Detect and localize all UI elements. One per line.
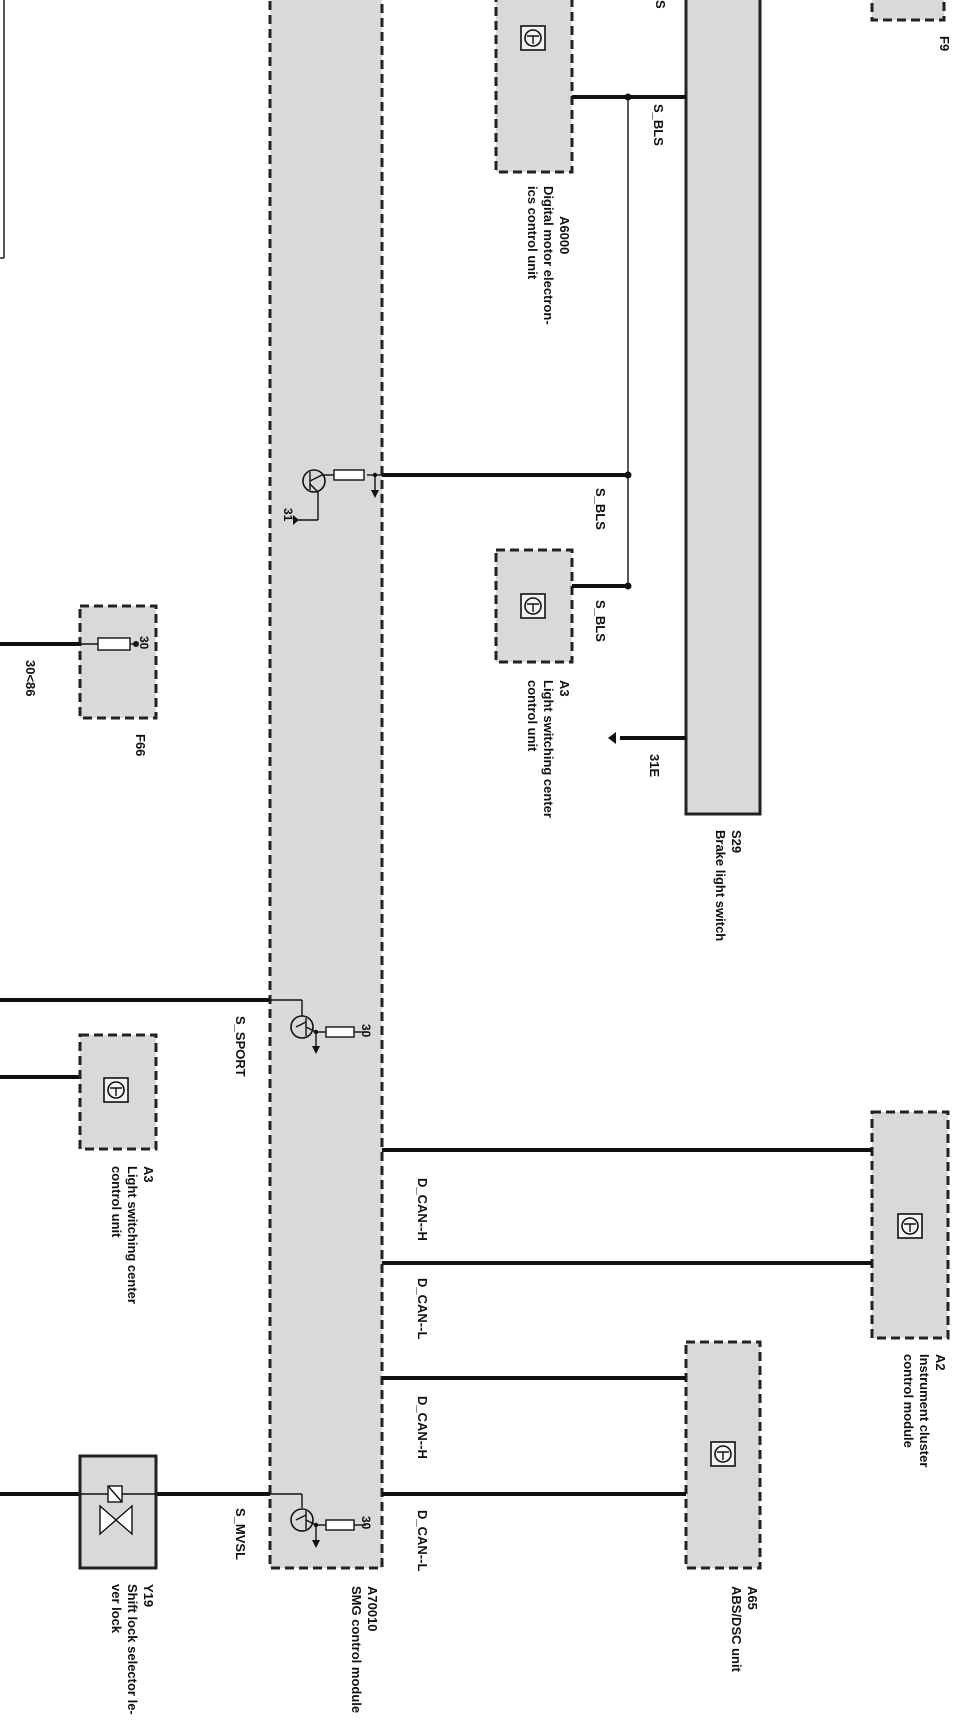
a6000-id: A6000: [557, 216, 572, 254]
pin-31-ground: 31: [281, 508, 295, 522]
signal-s-top: S: [653, 0, 668, 9]
y19-solenoid-valve-icon: [80, 1485, 156, 1536]
a2-name-line2: control module: [901, 1354, 916, 1448]
f66-fuse-box: [78, 604, 158, 720]
a6000-name-line2: ics control unit: [525, 186, 540, 280]
a70010-name: SMG control module: [349, 1586, 364, 1713]
signal-31e: 31E: [647, 754, 662, 777]
a65-id: A65: [745, 1586, 760, 1610]
signal-d-can-h-a2: D_CAN--H: [415, 1178, 430, 1241]
a3-bottom-name-line1: Light switching center: [125, 1166, 140, 1304]
s-bls-input-transistor: [293, 469, 382, 525]
a65-ecu-icon: [710, 1441, 736, 1467]
pin-30-mvsl: 30: [359, 1516, 373, 1530]
a2-name-line1: Instrument cluster: [917, 1354, 932, 1467]
signal-d-can-l-a2: D_CAN--L: [415, 1278, 430, 1339]
splice-mid: [624, 471, 632, 479]
y19-id: Y19: [141, 1584, 156, 1607]
f66-fuse-icon: [80, 637, 139, 651]
a70010-smg-control-module: [268, 0, 384, 1570]
a6000-ecu-icon: [520, 25, 546, 51]
signal-d-can-h-a65: D_CAN--H: [415, 1396, 430, 1459]
y19-shift-lock: [78, 1454, 158, 1570]
f9-fuse-box: [870, 0, 946, 22]
signal-f66-wire: 30<86: [23, 660, 38, 697]
a3-bottom-id: A3: [141, 1166, 156, 1183]
a3-bottom-ecu-icon: [103, 1077, 129, 1103]
a6000-name-line1: Digital motor electron-: [541, 186, 556, 325]
a3-top-name-line1: Light switching center: [541, 680, 556, 818]
signal-d-can-l-a65: D_CAN--L: [415, 1510, 430, 1571]
signal-s-sport: S_SPORT: [233, 1016, 248, 1077]
y19-name-line2: ver lock: [109, 1584, 124, 1634]
f66-id: F66: [133, 734, 148, 756]
a2-id: A2: [933, 1354, 948, 1371]
s29-name: Brake light switch: [713, 830, 728, 941]
a3-top-id: A3: [557, 680, 572, 697]
s-sport-output-transistor: [270, 999, 366, 1054]
a65-name: ABS/DSC unit: [729, 1586, 744, 1673]
pin-30-sport: 30: [359, 1024, 373, 1038]
a3-bottom-name-line2: control unit: [109, 1166, 124, 1238]
y19-name-line1: Shift lock selector le-: [125, 1584, 140, 1715]
a3-top-ecu-icon: [520, 593, 546, 619]
signal-s-bls-mid: S_BLS: [593, 488, 608, 530]
signal-s-bls-a3: S_BLS: [593, 600, 608, 642]
s29-brake-light-switch: [684, 0, 762, 816]
signal-s-bls-a6000: S_BLS: [651, 104, 666, 146]
a2-ecu-icon: [897, 1213, 923, 1239]
splice-a3: [624, 582, 632, 590]
f66-pin-30: 30: [137, 636, 151, 650]
f9-id: F9: [937, 36, 952, 51]
s29-id: S29: [729, 830, 744, 853]
a70010-id: A70010: [365, 1586, 380, 1632]
a3-top-name-line2: control unit: [525, 680, 540, 752]
ground-arrow-31e: [608, 732, 616, 744]
s-mvsl-output-transistor: [270, 1493, 366, 1548]
signal-s-mvsl: S_MVSL: [233, 1508, 248, 1560]
